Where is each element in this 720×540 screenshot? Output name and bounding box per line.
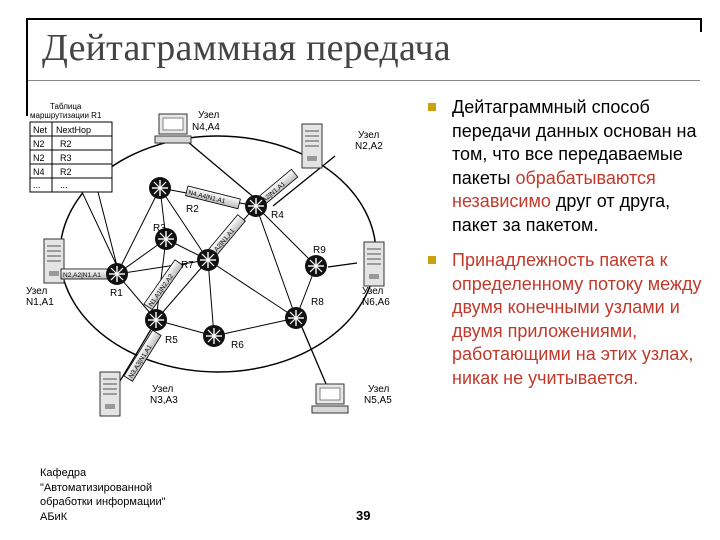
table-cell: R2: [60, 139, 72, 149]
router-r8: R8: [284, 297, 324, 330]
table-cell: ...: [60, 180, 68, 190]
page-number: 39: [356, 508, 371, 523]
text-run: Дейтаграммный способ передачи данных осн…: [452, 97, 697, 188]
table-cell: ...: [33, 180, 41, 190]
frame-left-line: [26, 18, 28, 116]
router-r1: R1: [105, 262, 129, 299]
svg-text:N6,A6: N6,A6: [362, 297, 390, 308]
table-cell: N4: [33, 167, 45, 177]
svg-text:R3: R3: [153, 223, 166, 234]
packet: N3,A3|N1,A1: [123, 329, 162, 382]
footer-department: Кафедра "Автоматизированной обработки ин…: [40, 466, 166, 524]
router-r3: R3: [153, 223, 178, 251]
svg-text:Узел: Узел: [152, 384, 173, 395]
bullet-item: Дейтаграммный способ передачи данных осн…: [418, 96, 718, 237]
node-n1: Узел N1,A1: [26, 238, 65, 308]
footer-line: обработки информации": [40, 496, 166, 508]
svg-text:N1,A1: N1,A1: [26, 297, 54, 308]
svg-text:Узел: Узел: [26, 286, 47, 297]
bullet-text: Дейтаграммный способ передачи данных осн…: [452, 97, 697, 235]
table-cell: N2: [33, 153, 45, 163]
svg-text:N5,A5: N5,A5: [364, 395, 392, 406]
footer-line: "Автоматизированной: [40, 481, 153, 494]
footer-line: Кафедра: [40, 467, 87, 479]
svg-text:Узел: Узел: [362, 286, 383, 297]
bullet-text: Принадлежность пакета к определенному по…: [452, 250, 702, 388]
router-r4: R4: [244, 194, 284, 221]
node-n4: Узел N4,A4: [154, 110, 220, 144]
svg-text:N4,A4: N4,A4: [192, 122, 220, 133]
table-cell: R3: [60, 153, 72, 163]
svg-text:R2: R2: [186, 204, 199, 215]
table-header: NextHop: [56, 125, 91, 135]
svg-text:N3,A3: N3,A3: [150, 395, 178, 406]
router-r5: R5: [144, 308, 178, 346]
router-r7: R7: [181, 248, 220, 272]
node-n2: Узел N2,A2: [301, 123, 383, 169]
svg-text:N2,A2|N1,A1: N2,A2|N1,A1: [63, 272, 101, 279]
frame-top-line: [26, 18, 702, 20]
svg-text:R6: R6: [231, 340, 244, 351]
svg-text:R9: R9: [313, 245, 326, 256]
bullet-item: Принадлежность пакета к определенному по…: [418, 249, 718, 390]
svg-text:Узел: Узел: [368, 384, 389, 395]
svg-text:Узел: Узел: [358, 130, 379, 141]
text-run-red: обрабатываются независимо: [452, 167, 656, 212]
bullet-square-icon: [428, 256, 436, 264]
svg-text:R5: R5: [165, 335, 178, 346]
callout-pointer: [81, 191, 118, 267]
router-r2: R2: [148, 176, 199, 215]
svg-text:Узел: Узел: [198, 110, 219, 121]
svg-text:R7: R7: [181, 260, 194, 271]
text-run: друг от друга, пакет за пакетом.: [452, 191, 671, 235]
routing-table: Таблица маршрутизации R1 Net NextHop N2 …: [29, 102, 118, 267]
routing-table-caption: Таблица: [50, 102, 82, 111]
node-n5: Узел N5,A5: [311, 383, 392, 414]
slide-title: Дейтаграммная передача: [42, 27, 451, 69]
svg-text:R8: R8: [311, 297, 324, 308]
node-n6: Узел N6,A6: [362, 241, 390, 308]
table-header: Net: [33, 125, 48, 135]
bullet-square-icon: [428, 103, 436, 111]
router-r6: R6: [202, 324, 244, 351]
table-cell: R2: [60, 167, 72, 177]
svg-text:R4: R4: [271, 210, 284, 221]
svg-text:R1: R1: [110, 288, 123, 299]
svg-text:N2,A2: N2,A2: [355, 141, 383, 152]
bullet-list: Дейтаграммный способ передачи данных осн…: [418, 96, 718, 402]
node-n3: Узел N3,A3: [99, 371, 178, 417]
router-r9: R9: [304, 245, 328, 278]
network-diagram: Таблица маршрутизации R1 Net NextHop N2 …: [26, 102, 392, 417]
title-underline: [28, 80, 700, 81]
routing-table-caption: маршрутизации R1: [30, 111, 102, 120]
table-cell: N2: [33, 139, 45, 149]
frame-right-tick: [700, 18, 702, 32]
footer-line: АБиК: [40, 510, 68, 523]
